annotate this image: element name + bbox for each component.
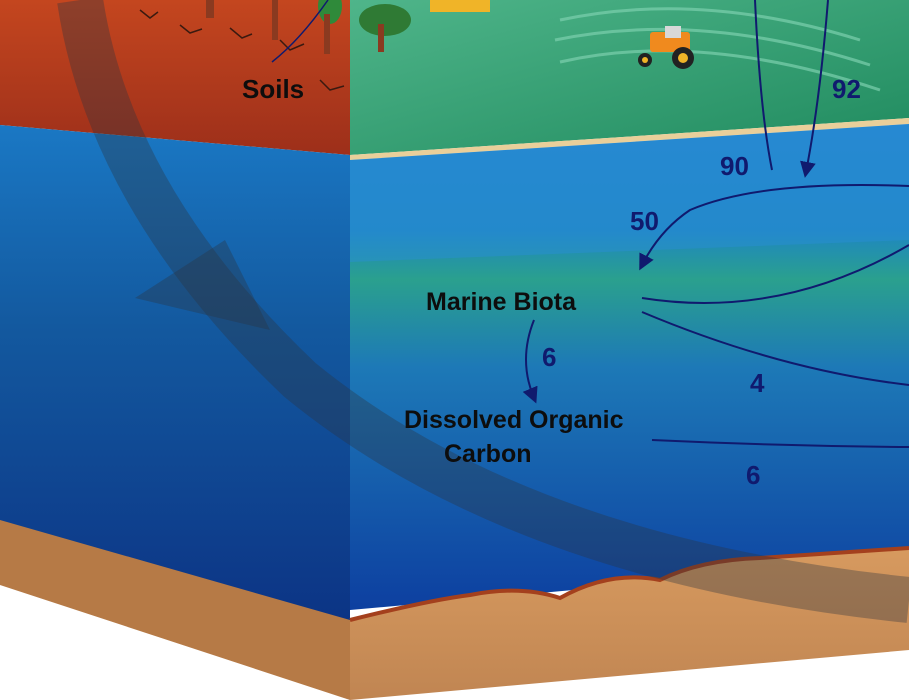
tractor-icon — [430, 0, 694, 69]
flux-ocean-release: 90 — [720, 151, 749, 181]
flux-ocean-uptake: 92 — [832, 74, 861, 104]
dissolved-organic-label-line1: Dissolved Organic — [404, 406, 624, 434]
dissolved-organic-label-line2: Carbon — [444, 440, 532, 468]
roots — [139, 9, 345, 91]
arrow-ocean-uptake — [800, 0, 829, 178]
soils-pointer — [271, 0, 329, 63]
soil-layer — [0, 0, 350, 155]
soils-label: Soils — [242, 74, 304, 104]
ocean-right-face — [350, 124, 909, 610]
white-corner — [0, 585, 350, 700]
flux-dissolved-to-deep: 6 — [746, 460, 760, 490]
marine-biota-label: Marine Biota — [426, 288, 577, 316]
flux-biota-to-dissolved: 6 — [542, 342, 556, 372]
big-carbon-arrow — [57, 0, 909, 623]
arrow-biota-to-deep — [641, 311, 909, 386]
arrow-ocean-release — [754, 0, 773, 171]
sea-floor-edge — [349, 546, 909, 622]
arrow-to-marine-biota — [639, 184, 909, 271]
terraced-fields — [554, 7, 881, 92]
flux-to-marine-biota: 50 — [630, 206, 659, 236]
arrow-dissolved-to-deep — [651, 439, 909, 448]
arrow-biota-to-dissolved — [522, 319, 538, 404]
sediment-right — [350, 548, 909, 700]
sediment-left — [0, 520, 350, 700]
arrow-biota-respiration — [641, 244, 909, 304]
big-arrowhead — [135, 240, 270, 330]
flux-biota-to-deep: 4 — [750, 368, 765, 398]
shoreline — [350, 118, 909, 160]
